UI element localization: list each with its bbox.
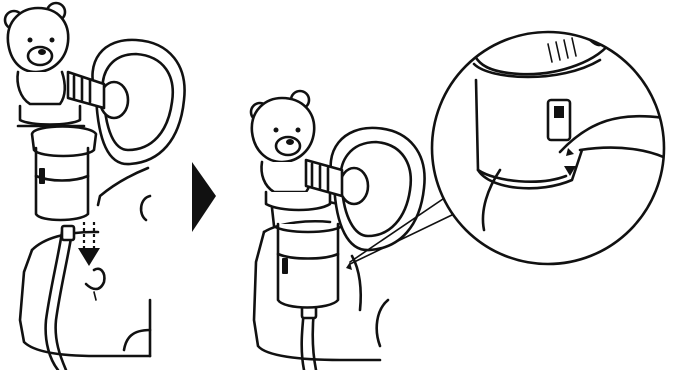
teddy-bear-cap (251, 91, 330, 210)
right-arrow-icon (192, 162, 216, 232)
down-arrow-icon (78, 222, 100, 266)
nebulizer-before-illustration (5, 3, 185, 370)
teddy-bear-cap (5, 3, 84, 126)
medication-cup (32, 127, 96, 221)
magnified-detail-callout (432, 30, 670, 264)
face-mask (68, 40, 185, 164)
